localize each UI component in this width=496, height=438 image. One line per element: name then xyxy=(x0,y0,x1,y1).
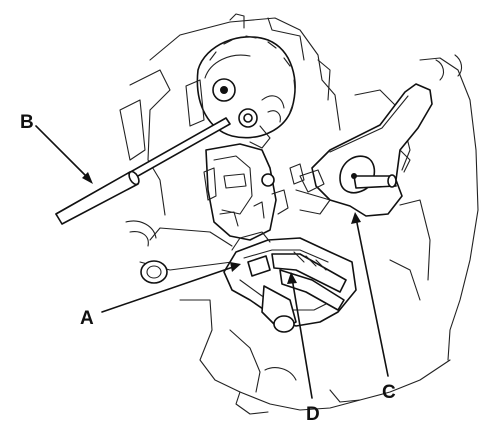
callout-label-d: D xyxy=(306,404,320,425)
leader-arrow-b xyxy=(82,172,93,184)
leader-line-b xyxy=(35,125,91,181)
bolt-ring xyxy=(140,260,168,284)
tool-rod xyxy=(55,117,231,225)
clip-assembly xyxy=(223,231,357,333)
callout-label-c: C xyxy=(382,382,396,403)
leader-line-c xyxy=(355,217,389,377)
center-bracket xyxy=(203,143,305,241)
housing-outline xyxy=(119,13,479,415)
callout-label-a: A xyxy=(80,308,94,329)
lever-part xyxy=(295,83,433,217)
leader-arrow-d xyxy=(287,272,297,284)
leader-line-a xyxy=(101,265,237,313)
leader-arrow-c xyxy=(351,212,361,224)
leader-lines xyxy=(35,125,389,399)
leader-arrow-a xyxy=(230,262,241,272)
callout-label-b: B xyxy=(20,112,34,133)
leader-line-d xyxy=(291,277,313,399)
drive-gear xyxy=(185,35,296,149)
